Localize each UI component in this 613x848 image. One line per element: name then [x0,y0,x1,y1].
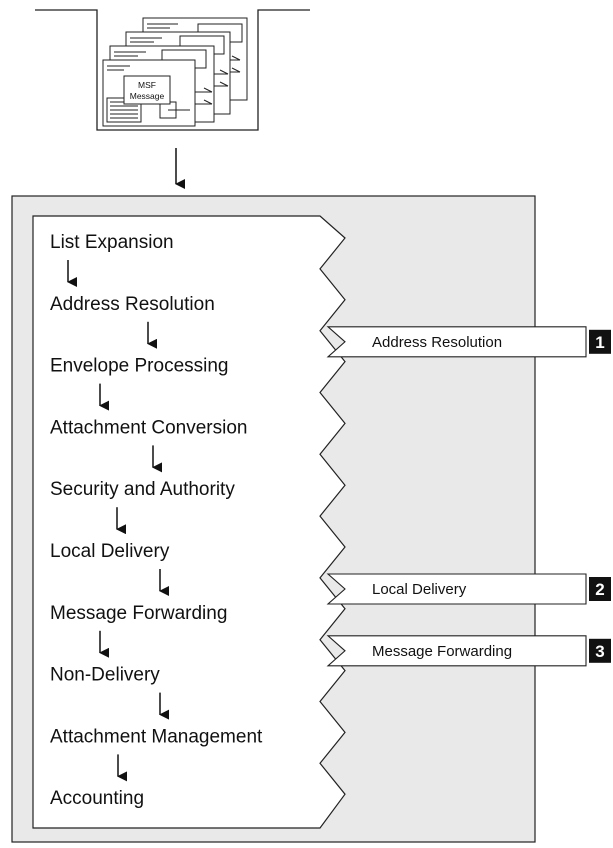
callout-label: Message Forwarding [372,643,512,660]
tray-outline [35,9,310,131]
step-label: Non-Delivery [50,665,160,686]
message-tray: MSF Message [35,9,310,131]
step-label: Local Delivery [50,541,170,562]
callout-box [326,573,587,605]
callout-3: Message Forwarding 3 [326,635,611,667]
step-label: Attachment Conversion [50,417,248,438]
callout-label: Address Resolution [372,334,502,351]
step-label: Envelope Processing [50,356,229,377]
number-badge [589,638,611,663]
number-badge [589,329,611,354]
number-badge-text: 2 [595,580,604,599]
document-stack-icon [102,17,248,127]
callout-box [326,326,587,358]
number-badge [589,577,611,601]
step-label: Accounting [50,788,144,809]
number-badge-text: 3 [595,642,604,661]
callout-1: Address Resolution 1 [326,326,611,358]
step-label: Security and Authority [50,479,235,500]
msf-label-line2: Message [130,91,165,101]
step-document [32,215,346,829]
step-label: Message Forwarding [50,603,227,624]
number-badge-text: 1 [595,333,604,352]
callout-box [326,635,587,667]
step-label: List Expansion [50,232,174,253]
callout-label: Local Delivery [372,581,467,598]
callout-2: Local Delivery 2 [326,573,611,605]
msf-label-line1: MSF [138,80,156,90]
msf-label-box [123,75,171,105]
step-label: Attachment Management [50,726,263,747]
step-label: Address Resolution [50,294,215,315]
